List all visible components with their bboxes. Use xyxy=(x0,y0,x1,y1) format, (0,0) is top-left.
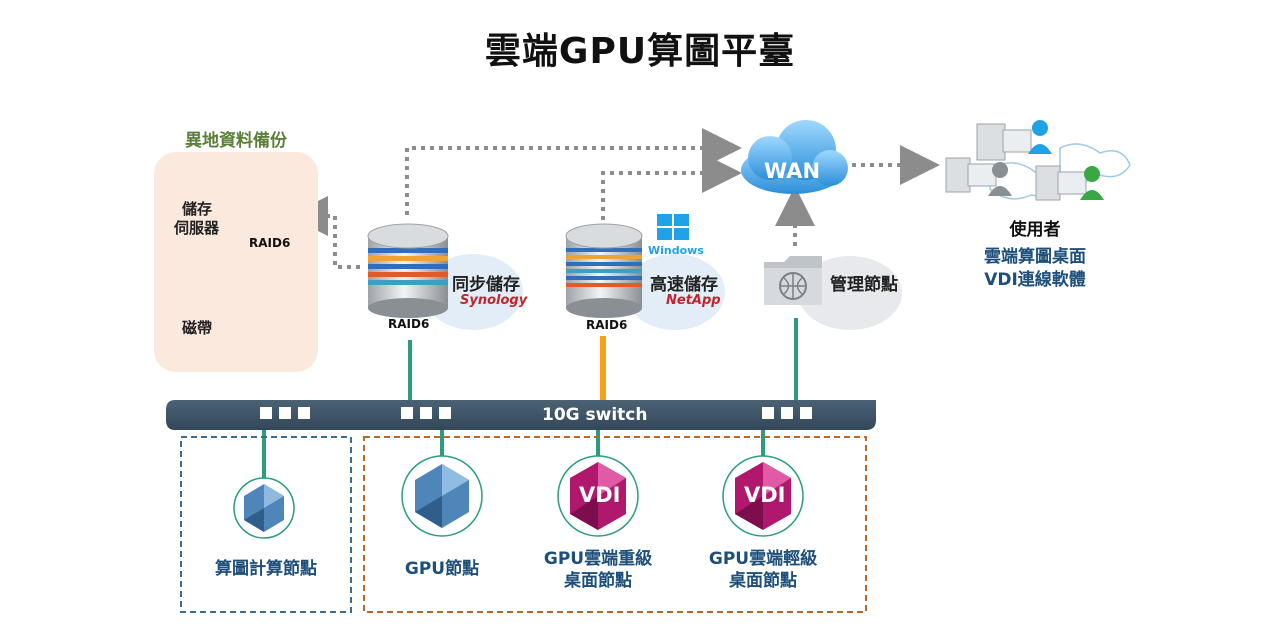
switch-ports xyxy=(260,407,812,419)
gem-icon xyxy=(233,477,295,539)
gpu-heavy-desktop-line1: GPU雲端重級 xyxy=(543,549,653,569)
page-title: 雲端GPU算圖平臺 xyxy=(484,31,796,72)
users-line-2: VDI連線軟體 xyxy=(984,270,1086,290)
gem-icon xyxy=(401,455,483,537)
gpu-heavy-desktop-line2: 桌面節點 xyxy=(564,571,632,591)
users-line-1: 雲端算圖桌面 xyxy=(984,247,1086,267)
users-title: 使用者 xyxy=(1009,220,1061,240)
database-icon xyxy=(565,223,643,318)
wan-label: WAN xyxy=(764,159,821,183)
fast-storage-label: 高速儲存 xyxy=(650,275,718,295)
sync-storage-raid: RAID6 xyxy=(388,317,430,331)
fast-storage-raid: RAID6 xyxy=(586,318,628,332)
gpu-light-desktop-label: GPU雲端輕級 桌面節點 xyxy=(683,548,843,592)
gpu-light-desktop-line1: GPU雲端輕級 xyxy=(708,549,818,569)
compute-node-label: 算圖計算節點 xyxy=(181,558,351,580)
vdi-gem-icon xyxy=(557,455,639,537)
switch-label: 10G switch xyxy=(542,405,648,425)
gpu-heavy-desktop-label: GPU雲端重級 桌面節點 xyxy=(518,548,678,592)
gpu-node-box xyxy=(363,436,867,613)
vdi-badge-2: VDI xyxy=(744,483,786,507)
switch-bar xyxy=(166,400,876,430)
offsite-backup-panel xyxy=(154,152,318,372)
windows-label: Windows xyxy=(648,244,704,257)
storage-server-raid: RAID6 xyxy=(249,236,291,250)
fast-storage-ellipse xyxy=(625,254,725,330)
gpu-light-desktop-line2: 桌面節點 xyxy=(729,571,797,591)
vdi-gem-icon xyxy=(722,455,804,537)
wan-cloud-icon xyxy=(741,120,848,194)
database-icon xyxy=(367,223,449,318)
gpu-node-label-line1: GPU節點 xyxy=(404,559,480,579)
users-computers-icon xyxy=(945,120,1131,201)
management-ellipse xyxy=(798,256,902,330)
compute-node-box xyxy=(180,436,352,613)
gpu-node-label: GPU節點 xyxy=(372,558,512,580)
storage-server-label-2: 伺服器 xyxy=(174,219,220,237)
windows-logo-icon xyxy=(657,214,689,240)
storage-server-label-1: 儲存 xyxy=(182,200,213,218)
offsite-backup-title: 異地資料備份 xyxy=(185,131,287,151)
sync-storage-brand: Synology xyxy=(460,293,528,308)
fast-storage-brand: NetApp xyxy=(666,293,721,308)
folder-globe-icon xyxy=(764,256,822,305)
vdi-badge-1: VDI xyxy=(579,483,621,507)
tape-label: 磁帶 xyxy=(182,319,213,337)
sync-storage-label: 同步儲存 xyxy=(452,275,520,295)
compute-node-label-line1: 算圖計算節點 xyxy=(215,559,317,579)
management-node-label: 管理節點 xyxy=(830,275,898,295)
